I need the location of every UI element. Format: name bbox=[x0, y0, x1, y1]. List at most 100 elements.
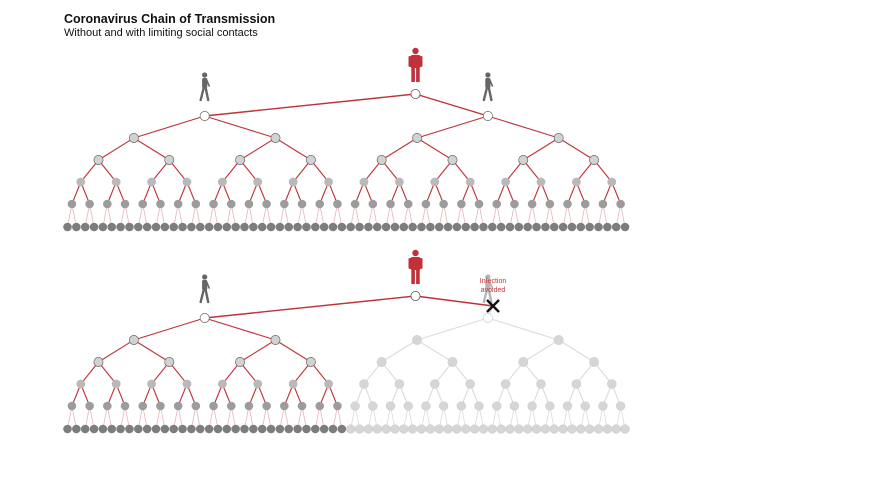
tree-node bbox=[191, 199, 201, 209]
leaf-node bbox=[461, 222, 471, 232]
tree-node bbox=[103, 401, 112, 411]
tree-node bbox=[457, 199, 466, 209]
tree-node bbox=[182, 379, 192, 389]
tree-node bbox=[120, 199, 130, 209]
link bbox=[275, 137, 312, 161]
tree-node bbox=[403, 199, 413, 209]
link bbox=[204, 93, 416, 117]
person-leg bbox=[411, 67, 415, 82]
tree-node bbox=[85, 199, 94, 209]
leaf-node bbox=[293, 424, 302, 434]
leaf-node bbox=[98, 222, 108, 232]
tree-node bbox=[421, 401, 431, 411]
tree-node bbox=[580, 401, 590, 411]
leaf-node bbox=[346, 222, 356, 232]
link bbox=[522, 137, 559, 161]
leaf-node bbox=[585, 222, 594, 232]
leaf-node bbox=[620, 222, 630, 232]
leaf-node bbox=[249, 222, 258, 232]
leaf-node bbox=[89, 222, 99, 232]
annotation-line-2: avoided bbox=[481, 287, 506, 294]
tree-node bbox=[270, 133, 281, 143]
person-leg bbox=[199, 86, 205, 102]
tree-node bbox=[244, 401, 254, 411]
tree-node bbox=[209, 401, 218, 411]
leaf-node bbox=[602, 424, 612, 434]
tree-node bbox=[571, 379, 582, 389]
tree-node bbox=[412, 133, 423, 143]
tree-node bbox=[164, 155, 175, 165]
person-walking-icon bbox=[482, 274, 494, 304]
leaf-node bbox=[240, 424, 249, 434]
root-node bbox=[410, 290, 421, 301]
leaf-node bbox=[558, 424, 568, 434]
person-head bbox=[412, 47, 419, 55]
person-arm bbox=[205, 281, 210, 289]
person-head bbox=[485, 274, 491, 280]
tree-node bbox=[138, 199, 148, 209]
tree-node bbox=[280, 401, 289, 411]
tree-node bbox=[368, 199, 378, 209]
person-arm bbox=[205, 79, 210, 87]
leaf-node bbox=[354, 424, 365, 434]
leaf-node bbox=[567, 424, 577, 434]
tree-node bbox=[262, 401, 271, 411]
tree-node bbox=[199, 111, 210, 121]
leaf-node bbox=[98, 424, 108, 434]
leaf-node bbox=[107, 222, 117, 232]
tree-node bbox=[386, 199, 395, 209]
tree-node bbox=[191, 401, 201, 411]
leaf-node bbox=[222, 222, 232, 232]
leaf-node bbox=[204, 424, 214, 434]
leaf-node bbox=[187, 222, 196, 232]
person-leg bbox=[482, 288, 489, 304]
link bbox=[275, 339, 312, 363]
chart-subtitle: Without and with limiting social contact… bbox=[64, 27, 258, 39]
tree-node bbox=[439, 199, 448, 209]
leaf-node bbox=[434, 222, 444, 232]
chart-title: Coronavirus Chain of Transmission bbox=[64, 12, 276, 26]
leaf-node bbox=[611, 424, 621, 434]
link bbox=[133, 115, 205, 139]
tree-node bbox=[615, 401, 626, 411]
link bbox=[487, 115, 559, 139]
tree-node bbox=[518, 155, 529, 165]
leaf-node bbox=[284, 222, 294, 232]
tree-node bbox=[545, 401, 555, 411]
leaf-node bbox=[134, 424, 143, 434]
leaf-node bbox=[567, 222, 577, 232]
link bbox=[416, 339, 453, 363]
tree-node bbox=[350, 401, 360, 411]
tree-node bbox=[563, 199, 572, 209]
tree-node bbox=[76, 177, 86, 187]
tree-node bbox=[93, 155, 104, 165]
tree-node bbox=[93, 357, 104, 367]
leaf-node bbox=[178, 222, 187, 232]
leaf-node bbox=[195, 424, 205, 434]
link bbox=[381, 137, 418, 161]
tree-node bbox=[527, 199, 537, 209]
person-arm bbox=[419, 258, 423, 269]
link bbox=[416, 137, 453, 161]
tree-node bbox=[85, 401, 94, 411]
leaf-node bbox=[390, 222, 400, 232]
tree-node bbox=[368, 401, 378, 411]
leaf-node bbox=[452, 222, 462, 232]
people-layer bbox=[199, 47, 500, 313]
person-standing-icon bbox=[408, 47, 423, 82]
leaf-node bbox=[594, 222, 603, 232]
tree-node bbox=[226, 401, 236, 411]
tree-node bbox=[589, 155, 600, 165]
tree-node bbox=[421, 199, 431, 209]
leaf-node bbox=[363, 424, 374, 434]
leaf-node bbox=[116, 424, 125, 434]
tree-node bbox=[244, 199, 254, 209]
leaf-node bbox=[408, 222, 417, 232]
tree-node bbox=[76, 379, 86, 389]
leaf-node bbox=[151, 222, 161, 232]
leaf-node bbox=[80, 222, 90, 232]
tree-node bbox=[156, 199, 165, 209]
leaf-node bbox=[142, 424, 152, 434]
tree-node bbox=[553, 133, 564, 143]
person-body bbox=[410, 55, 421, 68]
